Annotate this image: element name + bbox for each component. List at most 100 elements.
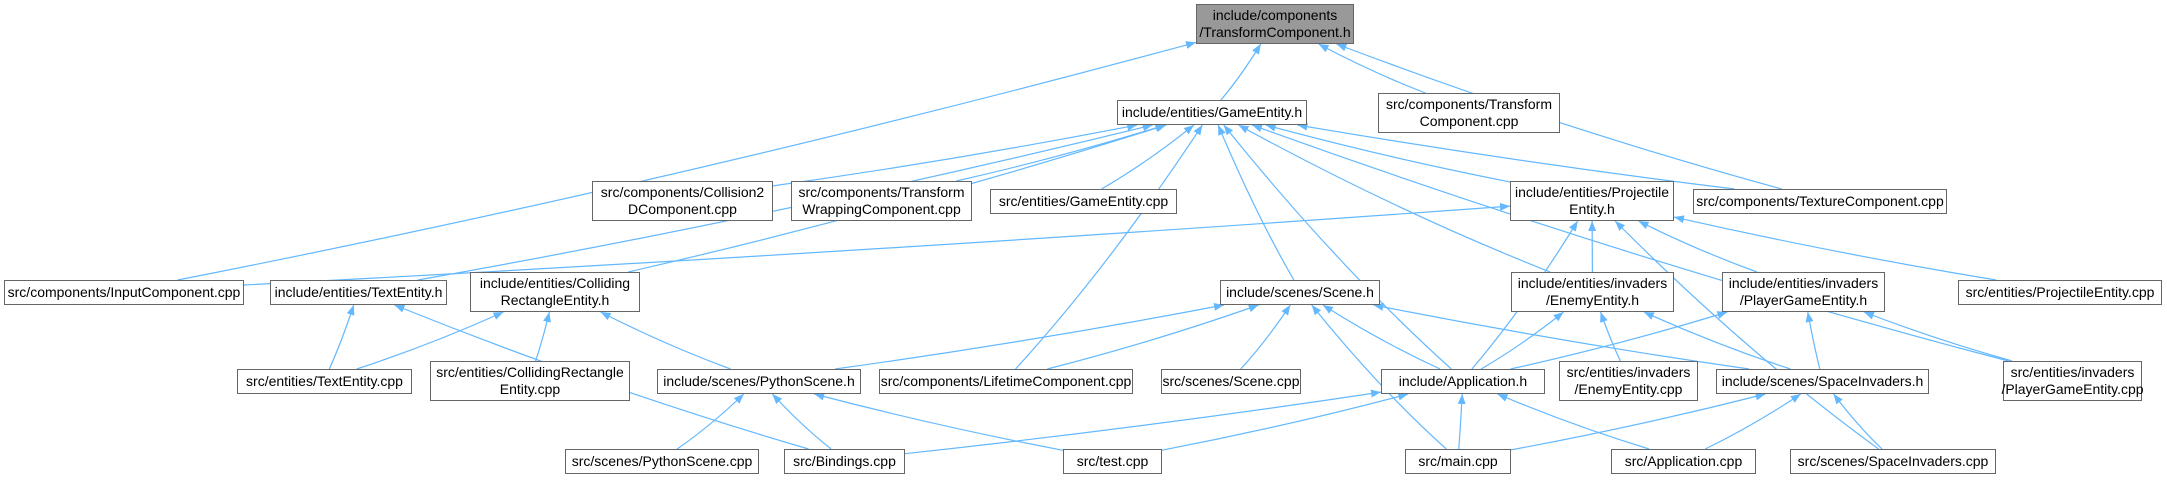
- edge-scene_h-to-ge_h: [1217, 124, 1295, 281]
- node-label: src/entities/GameEntity.cpp: [998, 193, 1169, 209]
- edge-tex_cpp-to-ge_h: [1297, 122, 1735, 190]
- node-player-game-entity-cpp[interactable]: src/entities/invaders /PlayerGameEntity.…: [2001, 361, 2144, 401]
- edge-main_cpp-to-app_h: [1457, 393, 1466, 450]
- node-label: src/test.cpp: [1076, 453, 1149, 469]
- node-projectile-entity-h[interactable]: include/entities/Projectile Entity.h: [1510, 181, 1674, 221]
- edge-main_cpp-to-scene_h: [1311, 304, 1447, 450]
- node-input-component-cpp[interactable]: src/components/InputComponent.cpp: [4, 280, 244, 305]
- node-python-scene-cpp[interactable]: src/scenes/PythonScene.cpp: [565, 449, 759, 474]
- node-label: src/entities/invaders: [1566, 364, 1691, 380]
- node-colliding-rectangle-entity-h[interactable]: include/entities/Colliding RectangleEnti…: [470, 272, 640, 312]
- node-label: include/entities/Colliding: [479, 275, 631, 291]
- edge-ge_h-to-tc_h: [1220, 43, 1262, 101]
- edge-app_cpp-to-app_h: [1497, 393, 1650, 450]
- edge-si_cpp-to-pe_h: [1614, 220, 1879, 450]
- node-space-invaders-h[interactable]: include/scenes/SpaceInvaders.h: [1716, 369, 1929, 394]
- node-label: /TransformComponent.h: [1199, 24, 1351, 40]
- edge-twc_cpp-to-ge_h: [956, 124, 1166, 182]
- edge-si_cpp-to-si_h: [1833, 393, 1883, 450]
- edge-si_h-to-ee_h: [1643, 311, 1791, 370]
- node-scene-h[interactable]: include/scenes/Scene.h: [1220, 280, 1380, 305]
- node-colliding-rectangle-entity-cpp[interactable]: src/entities/CollidingRectangle Entity.c…: [430, 361, 630, 401]
- node-label: RectangleEntity.h: [500, 292, 610, 308]
- edge-te_cpp-to-te_h: [328, 304, 355, 370]
- node-space-invaders-cpp[interactable]: src/scenes/SpaceInvaders.cpp: [1790, 449, 1996, 474]
- node-python-scene-h[interactable]: include/scenes/PythonScene.h: [657, 369, 861, 394]
- node-label: Entity.h: [1569, 201, 1615, 217]
- edge-pge_cpp-to-pge_h: [1863, 311, 2013, 362]
- edge-tc_cpp-to-tc_h: [1318, 43, 1426, 94]
- node-label: src/Bindings.cpp: [793, 453, 896, 469]
- edge-ps_cpp-to-ps_h: [676, 393, 745, 450]
- edge-c2d_cpp-to-ge_h: [772, 122, 1138, 187]
- edge-bind_cpp-to-ps_h: [771, 393, 832, 450]
- node-label: src/components/LifetimeComponent.cpp: [880, 373, 1132, 389]
- node-lifetime-component-cpp[interactable]: src/components/LifetimeComponent.cpp: [879, 369, 1133, 394]
- node-label: DComponent.cpp: [628, 201, 737, 217]
- node-label: include/components: [1212, 7, 1338, 23]
- edge-si_h-to-scene_h: [1373, 303, 1750, 370]
- edge-test_cpp-to-ps_h: [814, 392, 1064, 451]
- edge-pe_h-to-ge_h: [1265, 123, 1511, 183]
- node-scene-cpp[interactable]: src/scenes/Scene.cpp: [1161, 369, 1301, 394]
- node-label: Component.cpp: [1419, 113, 1519, 129]
- node-label: include/entities/Projectile: [1514, 184, 1670, 200]
- edge-ge_cpp-to-ge_h: [1101, 124, 1195, 190]
- node-text-entity-h[interactable]: include/entities/TextEntity.h: [270, 280, 447, 305]
- node-label: src/entities/ProjectileEntity.cpp: [1965, 284, 2155, 300]
- node-label: include/scenes/PythonScene.h: [663, 373, 855, 389]
- edge-app_h-to-ge_h: [1223, 124, 1452, 370]
- edge-pge_cpp-to-ge_h: [1251, 124, 2009, 362]
- edge-te_h-to-ge_h: [417, 123, 1153, 281]
- node-texture-component-cpp[interactable]: src/components/TextureComponent.cpp: [1693, 189, 1947, 214]
- node-label: include/scenes/SpaceInvaders.h: [1721, 373, 1924, 389]
- node-bindings-cpp[interactable]: src/Bindings.cpp: [784, 449, 905, 474]
- edge-scene_cpp-to-scene_h: [1240, 304, 1291, 370]
- node-label: src/components/Transform: [798, 184, 965, 200]
- node-label: WrappingComponent.cpp: [802, 201, 961, 217]
- node-collision2d-component-cpp[interactable]: src/components/Collision2 DComponent.cpp: [592, 181, 773, 221]
- node-projectile-entity-cpp[interactable]: src/entities/ProjectileEntity.cpp: [1958, 280, 2162, 305]
- edge-app_h-to-ee_h: [1480, 311, 1564, 370]
- node-text-entity-cpp[interactable]: src/entities/TextEntity.cpp: [237, 369, 412, 394]
- node-enemy-entity-h[interactable]: include/entities/invaders /EnemyEntity.h: [1511, 272, 1674, 312]
- node-application-h[interactable]: include/Application.h: [1381, 369, 1545, 394]
- node-label: include/entities/invaders: [1728, 275, 1879, 291]
- edge-pge_h-to-pe_h: [1638, 220, 1758, 273]
- node-application-cpp[interactable]: src/Application.cpp: [1611, 449, 1756, 474]
- node-label: include/Application.h: [1398, 373, 1528, 389]
- node-label: /EnemyEntity.h: [1545, 292, 1640, 308]
- node-label: src/components/InputComponent.cpp: [7, 284, 241, 300]
- node-transform-wrapping-component-cpp[interactable]: src/components/Transform WrappingCompone…: [791, 181, 972, 221]
- edge-app_h-to-pge_h: [1510, 311, 1728, 370]
- node-game-entity-h[interactable]: include/entities/GameEntity.h: [1117, 100, 1307, 125]
- node-label: src/components/Transform: [1386, 96, 1552, 112]
- node-label: src/entities/CollidingRectangle: [436, 364, 624, 380]
- node-label: src/scenes/PythonScene.cpp: [571, 453, 753, 469]
- node-label: src/main.cpp: [1418, 453, 1498, 469]
- node-enemy-entity-cpp[interactable]: src/entities/invaders /EnemyEntity.cpp: [1559, 361, 1698, 401]
- node-main-cpp[interactable]: src/main.cpp: [1405, 449, 1511, 474]
- edge-ee_h-to-ge_h: [1238, 124, 1551, 273]
- edge-test_cpp-to-app_h: [1161, 392, 1409, 451]
- node-label: src/entities/TextEntity.cpp: [246, 373, 403, 389]
- node-transform-component-h: include/components /TransformComponent.h: [1196, 4, 1354, 44]
- edge-app_h-to-scene_h: [1322, 304, 1441, 370]
- node-label: include/scenes/Scene.h: [1226, 284, 1374, 300]
- edge-ee_cpp-to-ee_h: [1600, 311, 1621, 362]
- edge-ic_cpp-to-tc_h: [177, 41, 1197, 281]
- node-transform-component-cpp[interactable]: src/components/Transform Component.cpp: [1378, 93, 1560, 133]
- edge-bind_cpp-to-app_h: [904, 389, 1382, 455]
- node-game-entity-cpp[interactable]: src/entities/GameEntity.cpp: [990, 189, 1177, 214]
- edge-te_cpp-to-cre_h: [356, 311, 504, 370]
- edge-lc_cpp-to-ge_h: [1015, 124, 1203, 370]
- edge-ic_cpp-to-pe_h: [243, 202, 1511, 286]
- node-label: Entity.cpp: [499, 381, 561, 397]
- node-player-game-entity-h[interactable]: include/entities/invaders /PlayerGameEnt…: [1722, 272, 1885, 312]
- edge-ps_h-to-scene_h: [834, 302, 1225, 370]
- node-test-cpp[interactable]: src/test.cpp: [1063, 449, 1162, 474]
- edge-ps_h-to-cre_h: [600, 311, 731, 370]
- edge-lc_cpp-to-scene_h: [1047, 304, 1259, 370]
